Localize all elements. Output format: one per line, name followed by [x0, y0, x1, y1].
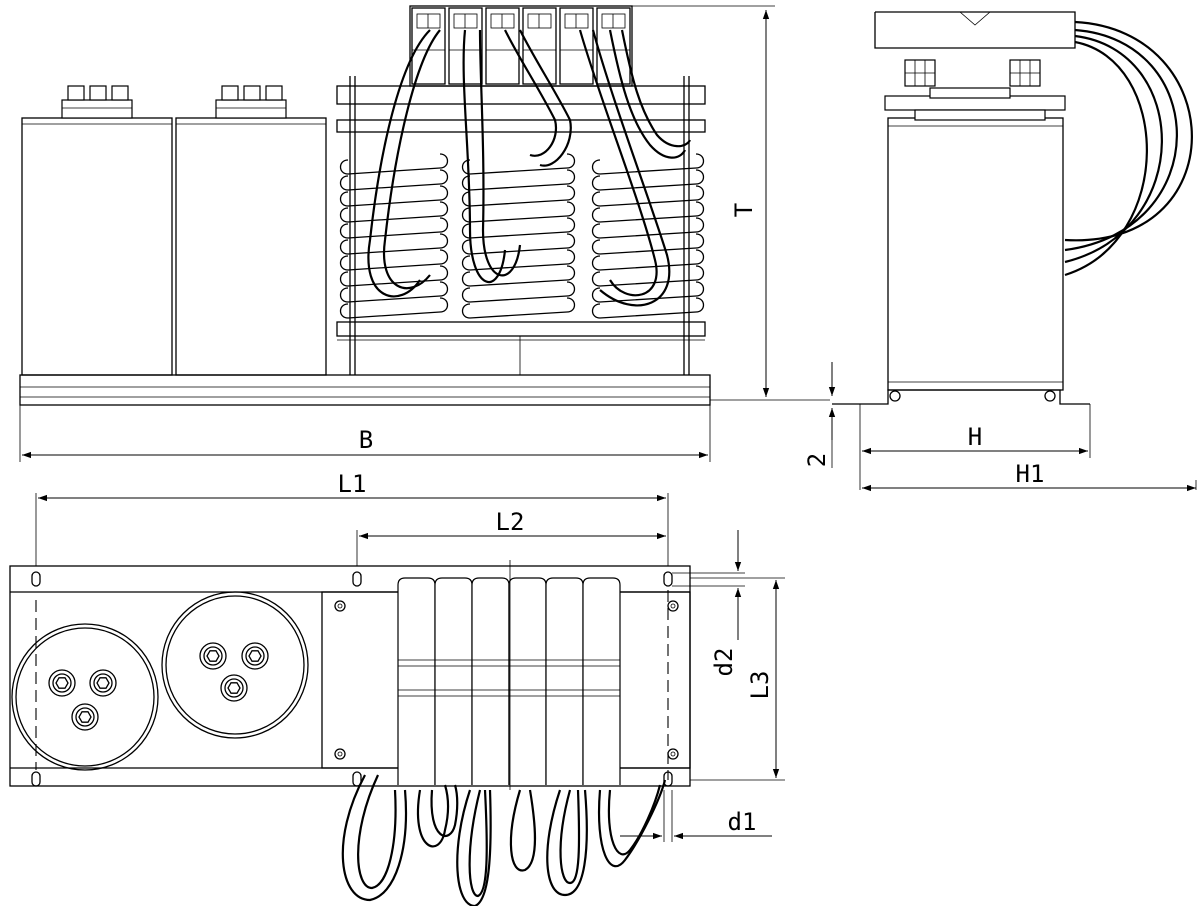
side-view	[832, 11, 1193, 405]
dim-label-H: H	[968, 423, 982, 451]
coil-turn	[339, 249, 449, 271]
cables-top	[341, 774, 667, 906]
coil-turn	[591, 249, 705, 271]
capacitor-left	[21, 85, 173, 376]
coil-turn	[461, 249, 576, 271]
dimension-lines	[19, 5, 1197, 842]
terminal-bolt	[220, 674, 248, 702]
coil-turn	[591, 185, 705, 207]
coil-turn	[461, 297, 576, 319]
terminal-bolt	[48, 669, 76, 697]
dimension-labels: T B H H1 2 L1 L2 d2 L3 d1	[338, 203, 1045, 836]
dim-label-T: T	[730, 203, 758, 217]
coil-turn	[339, 201, 449, 223]
coil-turn	[461, 153, 576, 175]
coil-turn	[339, 169, 449, 191]
coil-turn	[461, 217, 576, 239]
coil-turn	[339, 297, 449, 319]
coil-turn	[591, 169, 705, 191]
coil-turn	[339, 281, 449, 303]
coil-turn	[591, 297, 705, 319]
coil-turn	[339, 217, 449, 239]
capacitor-middle	[175, 85, 327, 376]
dim-label-d1: d1	[728, 808, 757, 836]
capacitor-top-middle	[161, 591, 309, 739]
coil-turn	[339, 185, 449, 207]
terminal-block-top	[397, 577, 621, 785]
cables-side	[1064, 20, 1193, 277]
front-view	[19, 5, 711, 406]
dim-label-L2: L2	[496, 508, 525, 536]
capacitor-top-left	[11, 623, 159, 771]
coil-turn	[461, 281, 576, 303]
dim-label-L1: L1	[338, 470, 367, 498]
coil-turn	[461, 201, 576, 223]
coil-turn	[461, 265, 576, 287]
coil-turn	[591, 281, 705, 303]
cables-front	[367, 29, 691, 307]
terminal-bolt	[89, 669, 117, 697]
coil-turn	[461, 185, 576, 207]
dim-label-2: 2	[803, 453, 831, 467]
dim-label-L3: L3	[746, 671, 774, 700]
coil-turn	[461, 169, 576, 191]
reactor	[336, 5, 706, 375]
coil-turn	[591, 233, 705, 255]
coil-turn	[591, 265, 705, 287]
top-view	[9, 560, 691, 906]
dim-label-d2: d2	[710, 648, 738, 677]
dim-label-H1: H1	[1016, 460, 1045, 488]
dim-label-B: B	[359, 426, 373, 454]
coil-turn	[339, 233, 449, 255]
terminal-bolt	[199, 642, 227, 670]
coil-turn	[591, 201, 705, 223]
terminal-bolt	[71, 703, 99, 731]
terminal-bolt	[241, 642, 269, 670]
coil-turn	[591, 153, 705, 175]
